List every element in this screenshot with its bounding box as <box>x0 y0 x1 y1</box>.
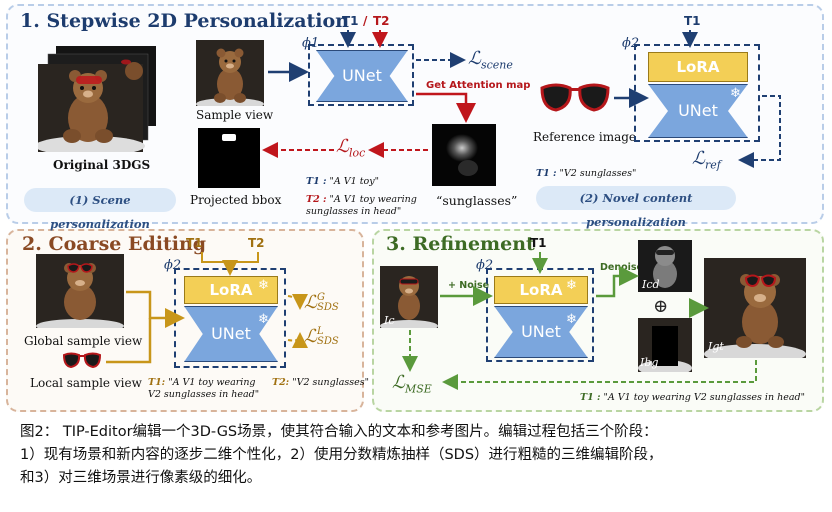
icd-label: Icd <box>642 278 660 291</box>
loss-ref: ℒref <box>692 148 721 172</box>
ibg-image <box>638 318 692 372</box>
arrow-to-loss-g <box>287 293 308 310</box>
t1-prompt-p2: T1: "A V1 toy wearing V2 sunglasses in h… <box>148 377 260 400</box>
snowflake-icon-lora-p3: ❄ <box>566 278 577 293</box>
novel-content-pill: (2) Novel content personalization <box>536 186 736 229</box>
attention-map-image <box>432 124 496 186</box>
lora-block-p2: LoRA <box>184 276 278 304</box>
noise-label: + Noise <box>448 280 490 291</box>
oplus-symbol: ⊕ <box>653 296 669 317</box>
t1-label-p2: T1 <box>186 236 203 250</box>
local-sample-view-label: Local sample view <box>30 376 142 390</box>
global-sample-view-image <box>36 254 124 328</box>
arrow-attention <box>416 92 476 123</box>
panel1-title: 1. Stepwise 2D Personalization <box>20 10 349 32</box>
sample-view-label: Sample view <box>196 108 274 122</box>
caption-line-2: 1）现有场景和新内容的逐步二维个性化，2）使用分数精炼抽样（SDS）进行粗糙的三… <box>20 447 663 463</box>
t1-label-p1-right: T1 <box>684 14 701 28</box>
unet-frame-p1 <box>308 44 414 106</box>
arrow-local-to-unet <box>106 318 152 364</box>
slash-label: / <box>363 14 368 28</box>
loss-loc: ℒloc <box>336 136 366 160</box>
lora-block-p3: LoRA <box>494 276 588 304</box>
sample-view-image <box>196 40 264 106</box>
t2-prompt-p2: T2: "V2 sunglasses" <box>272 377 370 388</box>
original-3dgs-label: Original 3DGS <box>53 158 151 172</box>
loss-scene: ℒscene <box>468 48 513 72</box>
sunglasses-image <box>538 82 612 116</box>
bbox-mask-image <box>198 128 260 188</box>
ref-prompt: T1 : "V2 sunglasses" <box>536 168 637 179</box>
t2-prompt-p1: T2 : "A V1 toy wearing sunglasses in hea… <box>306 194 417 217</box>
arrow-denoise <box>596 266 639 298</box>
ic-image <box>380 266 438 328</box>
arrow-to-loss-l <box>287 332 308 349</box>
caption-line-3: 和3）对三维场景进行像素级的细化。 <box>20 470 262 486</box>
t1-label-p3: T1 <box>530 236 547 250</box>
figure-caption: 图2： TIP-Editor编辑一个3D-GS场景，使其符合输入的文本和参考图片… <box>20 421 820 490</box>
t1-label-p1: T1 <box>342 14 359 28</box>
phi1-label: ϕ1 <box>302 36 320 51</box>
get-attention-map-label: Get Attention map <box>426 80 531 91</box>
arrow-global-to-unet <box>126 290 185 328</box>
ibg-label: Ibg <box>640 356 659 369</box>
igt-label: Igt <box>708 340 724 353</box>
t1-prompt-p3: T1 : "A V1 toy wearing V2 sunglasses in … <box>580 392 805 403</box>
loss-mse: ℒMSE <box>392 372 432 396</box>
lora-block-p1: LoRA <box>648 52 748 82</box>
snowflake-icon: ❄ <box>730 86 741 101</box>
local-sunglasses-image <box>62 352 102 370</box>
scene-personalization-pill: (1) Scene personalization <box>24 188 176 231</box>
projected-bbox-label: Projected bbox <box>190 193 282 207</box>
t2-label-p1: T2 <box>373 14 390 28</box>
sunglasses-word-label: “sunglasses” <box>436 193 518 208</box>
t1-prompt-p1: T1 : "A V1 toy" <box>306 176 379 187</box>
original-3dgs-image-stack <box>38 46 158 152</box>
reference-image-label: Reference image <box>533 130 637 144</box>
t2-label-p2: T2 <box>248 236 265 250</box>
snowflake-icon-unet-p3: ❄ <box>566 312 577 327</box>
global-sample-view-label: Global sample view <box>24 334 143 348</box>
snowflake-icon-lora-p2: ❄ <box>258 278 269 293</box>
arrow-igt-to-mse <box>442 360 757 390</box>
panel2-title: 2. Coarse Editing <box>22 233 207 255</box>
icd-image <box>638 240 692 292</box>
snowflake-icon-unet-p2: ❄ <box>258 312 269 327</box>
caption-line-1: 图2： TIP-Editor编辑一个3D-GS场景，使其符合输入的文本和参考图片… <box>20 424 658 440</box>
arrow-to-loss-ref <box>738 95 781 168</box>
panel3-title: 3. Refinement <box>386 233 535 255</box>
ic-label: Ic <box>384 314 395 327</box>
igt-image <box>704 258 806 358</box>
